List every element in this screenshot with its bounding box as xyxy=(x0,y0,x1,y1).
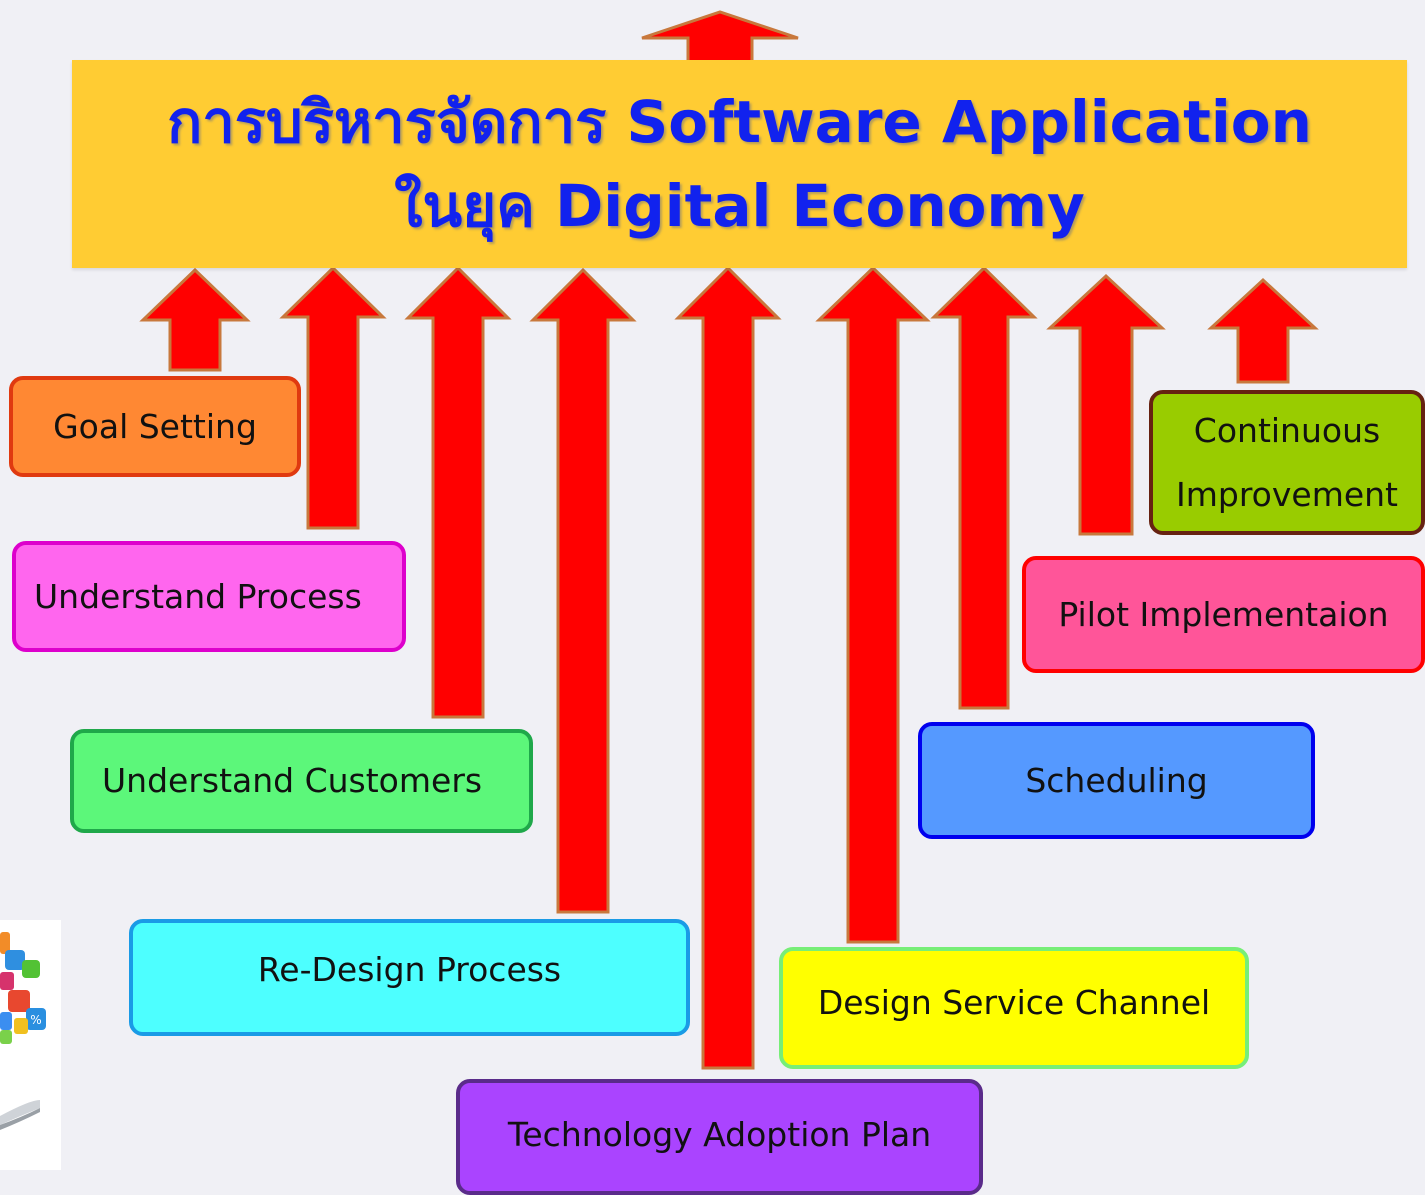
step-scheduling-label: Scheduling xyxy=(1025,760,1208,800)
title-banner: การบริหารจัดการ Software Application ในย… xyxy=(72,60,1407,268)
arrow-top xyxy=(641,10,799,64)
step-pilot-implementation-label: Pilot Implementaion xyxy=(1058,594,1389,634)
step-understand-process: Understand Process xyxy=(12,541,406,652)
step-redesign-process: Re-Design Process xyxy=(129,919,690,1036)
arrow-understand-process xyxy=(279,265,387,530)
step-understand-customers-label: Understand Customers xyxy=(102,761,483,800)
step-redesign-process-label: Re-Design Process xyxy=(257,950,562,989)
step-pilot-implementation: Pilot Implementaion xyxy=(1022,556,1425,673)
step-continuous-improvement: Continuous Improvement xyxy=(1149,390,1425,535)
step-understand-process-label: Understand Process xyxy=(34,576,362,616)
arrow-design-service xyxy=(815,265,931,944)
svg-text:%: % xyxy=(30,1013,41,1027)
step-design-service-channel-label: Design Service Channel xyxy=(817,983,1211,1022)
arrow-continuous-improvement xyxy=(1207,277,1319,384)
arrow-scheduling xyxy=(930,265,1038,710)
arrow-technology-adoption xyxy=(674,265,782,1070)
arrow-pilot-implementation xyxy=(1046,273,1166,536)
step-design-service-channel: Design Service Channel xyxy=(779,947,1249,1069)
step-continuous-improvement-line-1: Continuous xyxy=(1193,410,1381,450)
step-goal-setting-label: Goal Setting xyxy=(53,406,257,446)
app-icons-thumbnail: % xyxy=(0,920,61,1170)
arrow-understand-customers xyxy=(404,265,512,719)
step-continuous-improvement-line-2: Improvement xyxy=(1176,474,1398,514)
step-goal-setting: Goal Setting xyxy=(9,376,301,477)
title-line-1: การบริหารจัดการ Software Application xyxy=(167,88,1312,156)
title-line-2: ในยุค Digital Economy xyxy=(394,172,1085,240)
step-technology-adoption-plan-label: Technology Adoption Plan xyxy=(507,1115,932,1154)
arrow-redesign-process xyxy=(529,267,637,914)
step-understand-customers: Understand Customers xyxy=(70,729,533,833)
step-scheduling: Scheduling xyxy=(918,722,1315,839)
step-technology-adoption-plan: Technology Adoption Plan xyxy=(456,1079,983,1195)
arrow-goal-setting xyxy=(139,267,251,372)
